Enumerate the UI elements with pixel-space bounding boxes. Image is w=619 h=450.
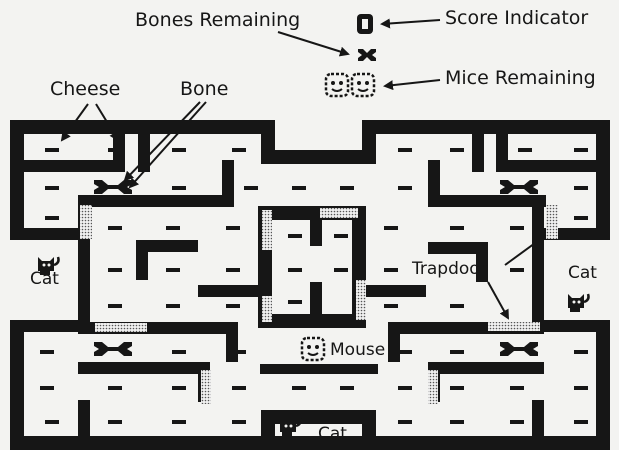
- trapdoor: [262, 210, 272, 250]
- cheese: [166, 304, 180, 308]
- cheese: [288, 268, 302, 272]
- label-cat-right: Cat: [568, 263, 597, 283]
- cheese: [574, 420, 588, 424]
- cheese: [398, 420, 412, 424]
- label-mouse: Mouse: [330, 340, 385, 360]
- trapdoor: [262, 296, 272, 322]
- mouse-life-icon: [326, 74, 348, 96]
- cheese: [398, 186, 412, 190]
- cheese: [398, 350, 412, 354]
- maze-walls: [10, 120, 610, 450]
- cheese: [450, 420, 464, 424]
- bones-remaining-icon: [358, 49, 376, 61]
- cheese: [574, 148, 588, 152]
- cheese: [226, 304, 240, 308]
- cheese: [108, 268, 122, 272]
- cheese: [108, 304, 122, 308]
- cheese: [574, 186, 588, 190]
- cheese: [166, 268, 180, 272]
- cheese: [232, 350, 246, 354]
- cheese: [288, 300, 302, 304]
- cheese: [334, 268, 348, 272]
- trapdoor: [546, 205, 558, 239]
- trapdoor: [201, 370, 211, 404]
- cheese: [510, 268, 524, 272]
- bone-icon: [94, 342, 132, 356]
- cheese: [166, 226, 180, 230]
- cheese: [384, 304, 398, 308]
- label-cat-left: Cat: [30, 269, 59, 289]
- cheese: [45, 216, 59, 220]
- label-mice-remaining: Mice Remaining: [445, 67, 596, 89]
- cat-icon: [568, 294, 589, 312]
- cheese: [108, 420, 122, 424]
- cheese: [398, 386, 412, 390]
- cheese: [518, 148, 532, 152]
- trapdoor: [488, 322, 540, 331]
- cheese: [232, 148, 246, 152]
- cheese: [574, 386, 588, 390]
- label-cheese: Cheese: [50, 78, 120, 100]
- trapdoor: [95, 323, 147, 332]
- cheese: [172, 186, 186, 190]
- cheese: [574, 216, 588, 220]
- cheese: [288, 234, 302, 238]
- cheese: [108, 386, 122, 390]
- cheese: [108, 148, 122, 152]
- cheese: [334, 234, 348, 238]
- trapdoor: [356, 280, 366, 320]
- cheese: [384, 226, 398, 230]
- cheese: [244, 186, 258, 190]
- cheese: [384, 268, 398, 272]
- cheese: [172, 386, 186, 390]
- label-cat-bottom: Cat: [318, 424, 347, 444]
- cheese: [292, 186, 306, 190]
- cheese: [226, 226, 240, 230]
- cheese: [450, 148, 464, 152]
- cheese: [340, 386, 354, 390]
- cheese: [398, 148, 412, 152]
- cheese: [172, 420, 186, 424]
- cheese: [45, 420, 59, 424]
- cheese: [450, 304, 464, 308]
- cheese: [40, 386, 54, 390]
- cheese: [172, 350, 186, 354]
- cheese: [232, 386, 246, 390]
- cheese: [40, 350, 54, 354]
- cheese: [510, 226, 524, 230]
- cheese: [450, 226, 464, 230]
- cheese: [574, 350, 588, 354]
- mice-remaining-icons: [326, 74, 374, 96]
- cheese: [45, 186, 59, 190]
- mouse-life-icon: [352, 74, 374, 96]
- cheese: [340, 186, 354, 190]
- cheese: [232, 420, 246, 424]
- cheese: [172, 148, 186, 152]
- cheese: [226, 268, 240, 272]
- cheese: [450, 386, 464, 390]
- cheese: [108, 226, 122, 230]
- cheese: [292, 386, 306, 390]
- cheese: [450, 350, 464, 354]
- label-bones-remaining: Bones Remaining: [135, 9, 300, 31]
- bone-icon: [500, 342, 538, 356]
- cheese: [510, 386, 524, 390]
- label-bone: Bone: [180, 78, 228, 100]
- trapdoor: [80, 205, 92, 239]
- trapdoor: [428, 370, 438, 404]
- cheese: [45, 148, 59, 152]
- cheese: [510, 420, 524, 424]
- label-score-indicator: Score Indicator: [445, 7, 588, 29]
- trapdoor: [320, 208, 358, 218]
- mouse-icon: [302, 338, 324, 360]
- score-indicator: [357, 14, 373, 34]
- bone-icon: [500, 180, 538, 194]
- bone-icon: [94, 180, 132, 194]
- label-trapdoor: Trapdoor: [411, 259, 487, 279]
